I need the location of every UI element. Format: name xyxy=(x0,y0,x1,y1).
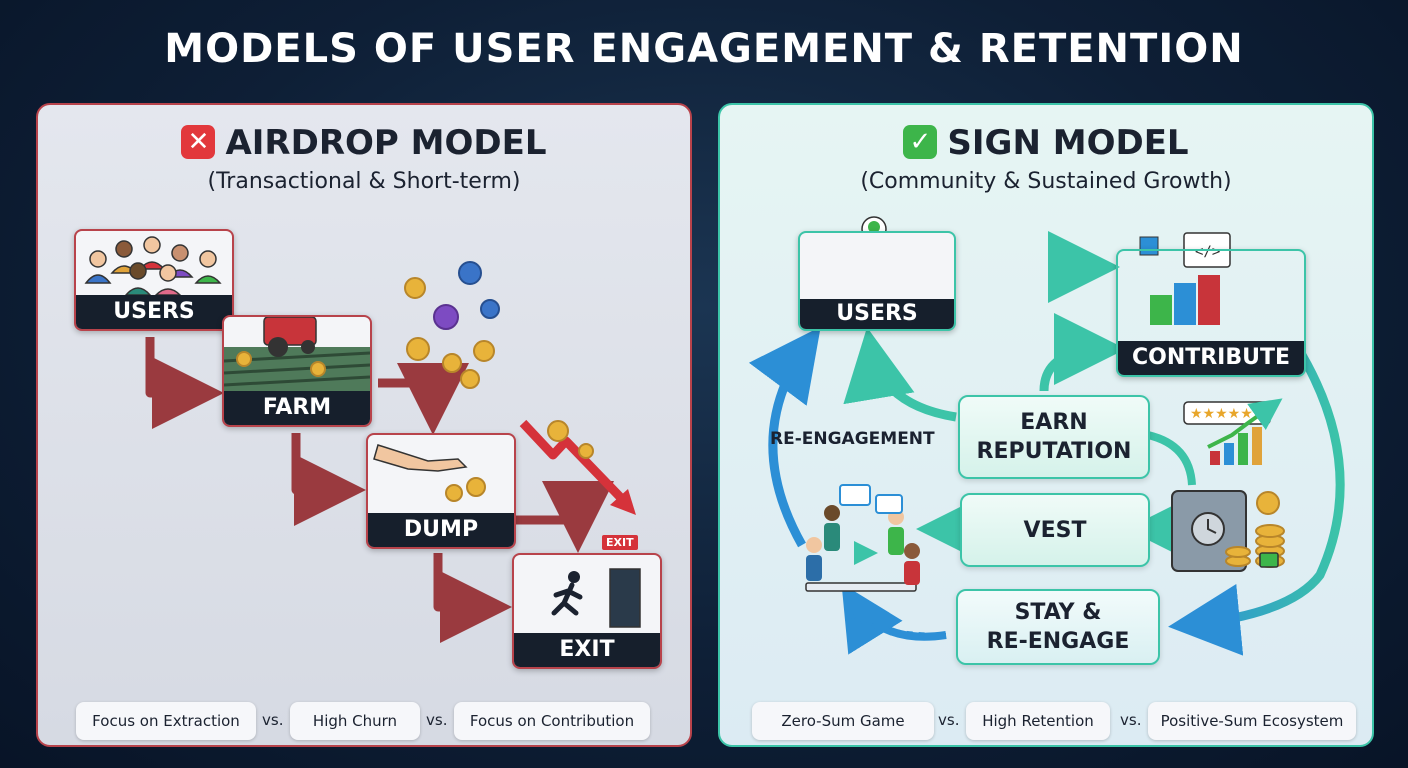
sign-panel-heading: ✓ SIGN MODEL xyxy=(720,123,1372,163)
earn-line-2: REPUTATION xyxy=(976,439,1132,464)
cross-icon: ✕ xyxy=(181,125,216,159)
arrow-dump-to-exit xyxy=(433,553,512,643)
farm-card: FARM xyxy=(222,315,372,427)
footer-vs-r1: vs. xyxy=(938,711,960,729)
arrow-earn-to-users xyxy=(843,327,957,422)
arrow-farm-to-dump xyxy=(291,433,366,526)
svg-text:★★★★★: ★★★★★ xyxy=(1190,406,1253,422)
rating-chart-icon: ★★★★★ xyxy=(1183,398,1283,465)
stay-reengage-box: STAY & RE-ENGAGE xyxy=(956,589,1160,665)
vest-box: VEST xyxy=(960,493,1150,567)
earn-reputation-box: EARN REPUTATION xyxy=(958,395,1150,479)
footer-vs-2: vs. xyxy=(426,711,448,729)
exit-sign: EXIT xyxy=(602,535,638,550)
airdrop-flow-arrows xyxy=(145,261,636,643)
users-card: USERS xyxy=(74,229,234,331)
footer-pill-positive-sum: Positive-Sum Ecosystem xyxy=(1148,702,1356,740)
team-meeting-icon xyxy=(805,484,920,592)
hand-dropping-coins-icon xyxy=(373,444,486,502)
footer-vs-r2: vs. xyxy=(1120,711,1142,729)
airdrop-model-panel: ✕ AIRDROP MODEL (Transactional & Short-te… xyxy=(36,103,692,747)
tractor-field-icon xyxy=(224,317,370,391)
sign-users-card: USERS xyxy=(798,231,956,331)
airdrop-panel-heading: ✕ AIRDROP MODEL xyxy=(38,123,690,163)
check-icon: ✓ xyxy=(903,125,938,159)
arrow-dump-to-exit-right xyxy=(516,481,614,553)
earn-line-1: EARN xyxy=(1020,410,1088,435)
re-engagement-label: RE-ENGAGEMENT xyxy=(770,429,935,449)
arrow-contribute-to-stay xyxy=(1168,342,1345,656)
vault-icon xyxy=(1171,490,1285,572)
sign-title: SIGN MODEL xyxy=(947,123,1189,163)
users-label: USERS xyxy=(76,295,232,329)
flying-coins xyxy=(404,261,500,389)
airdrop-title: AIRDROP MODEL xyxy=(225,123,547,163)
exit-label: EXIT xyxy=(514,633,660,667)
dump-label: DUMP xyxy=(368,513,514,547)
arrow-coins-to-dump xyxy=(378,363,469,435)
airdrop-subtitle: (Transactional & Short-term) xyxy=(207,169,521,194)
footer-pill-churn: High Churn xyxy=(290,702,420,740)
falling-trend-arrow xyxy=(519,419,636,515)
page-title: MODELS OF USER ENGAGEMENT & RETENTION xyxy=(164,26,1244,72)
dashed-loop-line xyxy=(848,613,947,637)
sign-subtitle: (Community & Sustained Growth) xyxy=(860,169,1232,194)
stay-line-1: STAY & xyxy=(1014,600,1102,625)
dump-card: DUMP xyxy=(366,433,516,549)
arrow-re-engagement-loop xyxy=(748,326,821,548)
arrow-earn-to-vault xyxy=(1146,431,1196,486)
contribute-card: CONTRIBUTE xyxy=(1116,249,1306,377)
contribute-label: CONTRIBUTE xyxy=(1118,341,1304,375)
users-group-icon xyxy=(84,236,222,295)
running-exit-icon xyxy=(551,568,641,628)
footer-pill-contribution: Focus on Contribution xyxy=(454,702,650,740)
vest-label: VEST xyxy=(1023,517,1087,543)
footer-pill-extraction: Focus on Extraction xyxy=(76,702,256,740)
footer-pill-retention: High Retention xyxy=(966,702,1110,740)
footer-vs-1: vs. xyxy=(262,711,284,729)
stay-line-2: RE-ENGAGE xyxy=(986,629,1130,654)
exit-card: EXIT xyxy=(512,553,662,669)
arrow-users-to-farm xyxy=(145,337,224,429)
arrow-earn-to-contribute xyxy=(1039,313,1126,392)
sign-model-panel: ✓ SIGN MODEL (Community & Sustained Growt… xyxy=(718,103,1374,747)
svg-text:</>: </> xyxy=(1195,244,1220,260)
farm-label: FARM xyxy=(224,391,370,425)
footer-pill-zero-sum: Zero-Sum Game xyxy=(752,702,934,740)
sign-users-label: USERS xyxy=(800,299,954,329)
